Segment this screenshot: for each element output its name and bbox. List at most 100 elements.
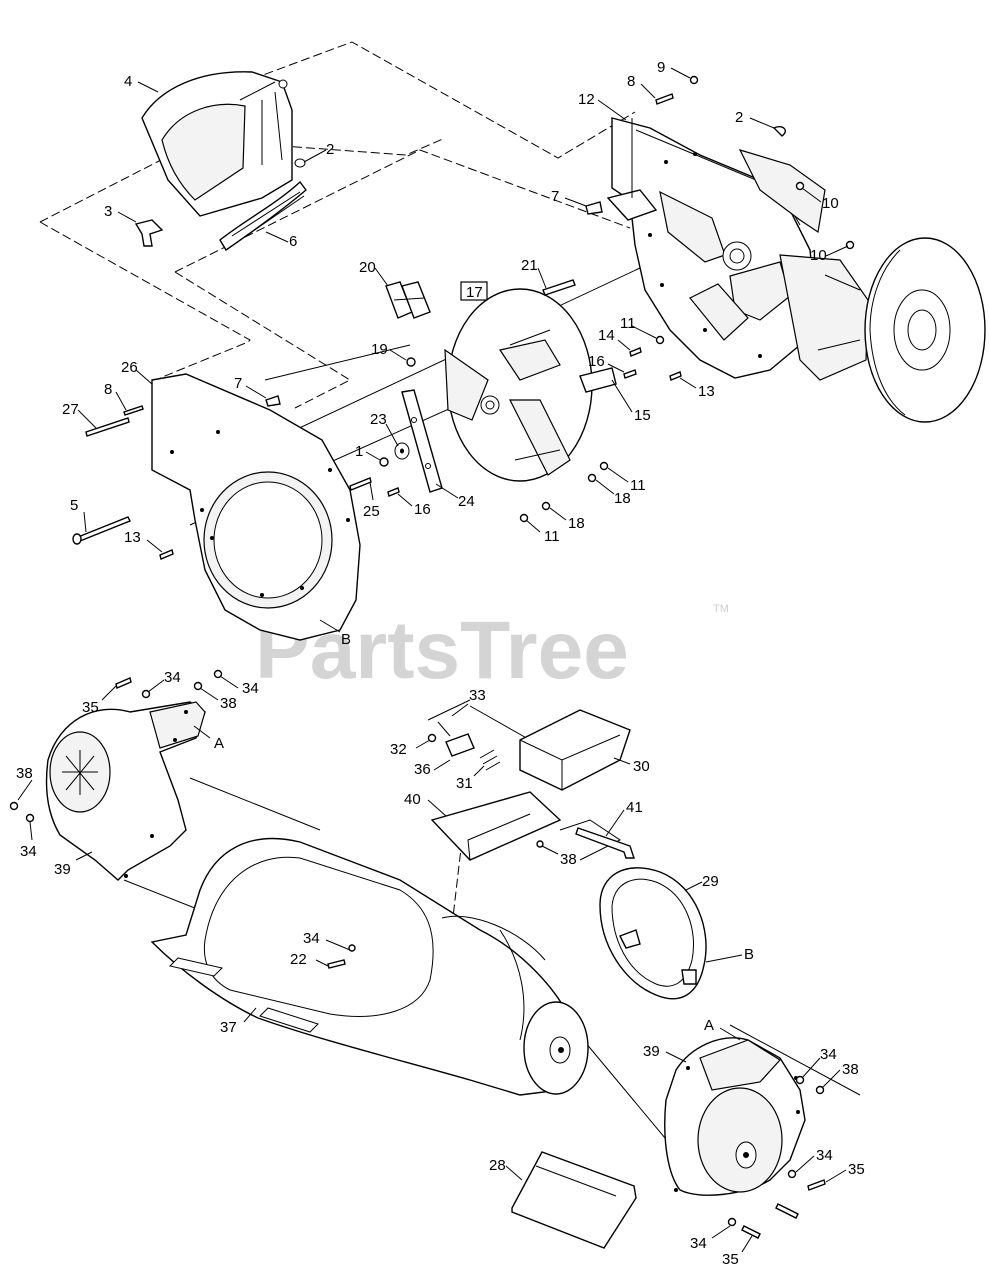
main-housing-part-37 xyxy=(150,837,589,1096)
callout-23: 23 xyxy=(370,411,387,428)
callout-38: 38 xyxy=(16,765,33,782)
callout-a: A xyxy=(704,1017,714,1034)
callout-b: B xyxy=(744,946,754,963)
callout-33: 33 xyxy=(469,687,486,704)
callout-20: 20 xyxy=(359,259,376,276)
callout-8: 8 xyxy=(104,381,112,398)
top-housing-part-4 xyxy=(141,71,293,217)
paddle-part-20 xyxy=(385,281,431,319)
callout-10: 10 xyxy=(810,247,827,264)
bracket-part-7-rear xyxy=(606,118,658,221)
callout-32: 32 xyxy=(390,741,407,758)
callout-3: 3 xyxy=(104,203,112,220)
rod-part-41 xyxy=(575,827,635,859)
callout-2: 2 xyxy=(326,141,334,158)
bracket-part-30 xyxy=(519,709,631,791)
pin-and-spring-parts xyxy=(427,721,544,848)
plate-part-40 xyxy=(430,791,562,861)
callout-13: 13 xyxy=(698,383,715,400)
callout-16: 16 xyxy=(588,353,605,370)
lower-fasteners xyxy=(9,669,826,1239)
callout-34: 34 xyxy=(164,669,181,686)
right-auger-housing-part-39 xyxy=(664,1037,806,1196)
washer-part-23 xyxy=(394,442,410,460)
plate-part-24 xyxy=(401,389,443,493)
boxed-callout-frame xyxy=(460,281,488,301)
callout-12: 12 xyxy=(578,91,595,108)
callout-6: 6 xyxy=(289,233,297,250)
callout-39: 39 xyxy=(643,1043,660,1060)
trademark-mark: TM xyxy=(713,603,729,615)
gasket-ring-part-29 xyxy=(599,867,707,1000)
callout-37: 37 xyxy=(220,1019,237,1036)
callout-34: 34 xyxy=(690,1235,707,1252)
deflector-part-6 xyxy=(219,180,307,252)
callout-18: 18 xyxy=(568,515,585,532)
engine-and-wheel xyxy=(779,237,986,423)
callout-34: 34 xyxy=(20,843,37,860)
callout-11: 11 xyxy=(630,477,646,494)
callout-8: 8 xyxy=(627,73,635,90)
callout-21: 21 xyxy=(521,257,538,274)
callout-1: 1 xyxy=(355,443,363,460)
callout-19: 19 xyxy=(371,341,388,358)
callout-7: 7 xyxy=(234,375,242,392)
callout-26: 26 xyxy=(121,359,138,376)
callout-11: 11 xyxy=(620,315,636,332)
callout-25: 25 xyxy=(363,503,380,520)
knob-part-3 xyxy=(134,219,164,247)
callout-38: 38 xyxy=(560,851,577,868)
callout-35: 35 xyxy=(82,699,99,716)
impeller-part-17 xyxy=(444,288,593,482)
callout-34: 34 xyxy=(820,1046,837,1063)
rear-housing-plate xyxy=(611,117,826,379)
callout-35: 35 xyxy=(722,1251,739,1268)
callout-14: 14 xyxy=(598,327,615,344)
front-housing-part-26 xyxy=(151,373,361,641)
callout-38: 38 xyxy=(220,695,237,712)
callout-30: 30 xyxy=(633,758,650,775)
callout-b: B xyxy=(341,631,351,648)
callout-28: 28 xyxy=(489,1157,506,1174)
callout-7: 7 xyxy=(551,188,559,205)
bolt-part-22 xyxy=(327,944,356,969)
callout-34: 34 xyxy=(303,930,320,947)
callout-34: 34 xyxy=(816,1147,833,1164)
callout-31: 31 xyxy=(456,775,473,792)
callout-22: 22 xyxy=(290,951,307,968)
leader-lines-upper xyxy=(77,67,849,633)
callout-13: 13 xyxy=(124,529,141,546)
pin-part-2-left xyxy=(294,158,306,168)
bracket-part-15 xyxy=(579,367,617,393)
callout-10: 10 xyxy=(822,195,839,212)
callout-18: 18 xyxy=(614,490,631,507)
callout-34: 34 xyxy=(242,680,259,697)
callouts-upper: 4 2 3 6 9 8 12 2 7 10 10 20 21 17 19 26 … xyxy=(62,59,839,648)
upper-fasteners xyxy=(72,75,855,560)
callout-40: 40 xyxy=(404,791,421,808)
callout-36: 36 xyxy=(414,761,431,778)
callout-35: 35 xyxy=(848,1161,865,1178)
leader-lines-lower xyxy=(17,675,847,1253)
callout-39: 39 xyxy=(54,861,71,878)
callout-4: 4 xyxy=(124,73,132,90)
callout-11: 11 xyxy=(544,528,560,545)
callout-38: 38 xyxy=(842,1061,859,1078)
plate-part-28 xyxy=(511,1151,637,1249)
callout-a: A xyxy=(214,735,224,752)
callout-9: 9 xyxy=(657,59,665,76)
callout-15: 15 xyxy=(634,407,651,424)
callout-41: 41 xyxy=(626,799,643,816)
callout-24: 24 xyxy=(458,493,475,510)
callout-17-boxed: 17 xyxy=(466,284,483,301)
shaft-part-21 xyxy=(542,279,576,296)
callout-5: 5 xyxy=(70,497,78,514)
callout-27: 27 xyxy=(62,401,79,418)
callout-16: 16 xyxy=(414,501,431,518)
callout-29: 29 xyxy=(702,873,719,890)
callouts-lower: 34 34 35 38 A 38 34 39 33 32 36 31 30 40… xyxy=(16,669,865,1268)
left-auger-housing-part-39 xyxy=(45,701,206,881)
callout-2: 2 xyxy=(735,109,743,126)
